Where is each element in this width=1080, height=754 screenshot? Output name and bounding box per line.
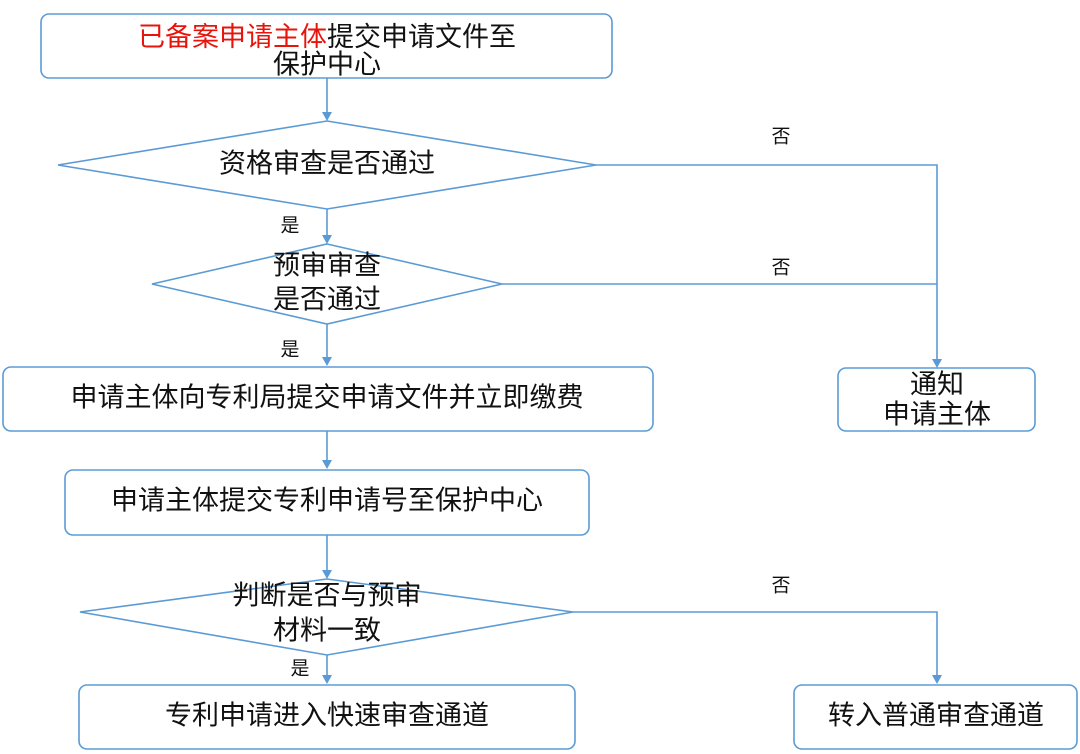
node-submit-line1: 已备案申请主体提交申请文件至 (138, 22, 516, 53)
node-submit-line2: 保护中心 (273, 50, 381, 81)
node-match-line2: 材料一致 (273, 616, 381, 647)
process-box (78, 684, 576, 750)
node-match-line1: 判断是否与预审 (233, 581, 422, 612)
label-yes-preexam: 是 (280, 339, 299, 361)
node-notify-line2: 申请主体 (883, 400, 991, 431)
node-apply-label: 申请主体向专利局提交申请文件并立即缴费 (71, 383, 584, 414)
label-no-match: 否 (771, 575, 790, 597)
process-box (793, 684, 1078, 750)
node-apply: 申请主体向专利局提交申请文件并立即缴费 (2, 366, 654, 432)
arrowhead (932, 359, 942, 368)
node-normal: 转入普通审查通道 (793, 684, 1078, 750)
node-preexam-line1: 预审审查 (273, 251, 381, 282)
arrowhead (932, 675, 942, 684)
decision-diamond (151, 243, 503, 325)
arrowhead (322, 460, 332, 469)
label-yes-match: 是 (290, 658, 309, 680)
node-qualify-label: 资格审查是否通过 (219, 149, 435, 180)
label-no-qualify: 否 (771, 126, 790, 148)
edge-qualify-no-to-notify (596, 164, 938, 360)
arrowhead (322, 112, 332, 121)
edges (322, 78, 942, 684)
process-box (837, 367, 1036, 432)
arrowhead (322, 570, 332, 579)
node-notify: 通知 申请主体 (837, 367, 1036, 432)
node-notify-line1: 通知 (910, 370, 964, 401)
label-yes-qualify: 是 (280, 215, 299, 237)
node-match: 判断是否与预审 材料一致 (79, 578, 574, 656)
node-qualify: 资格审查是否通过 (57, 120, 597, 210)
node-submit: 已备案申请主体提交申请文件至 保护中心 (40, 13, 613, 81)
process-box (40, 13, 613, 79)
node-preexam: 预审审查 是否通过 (151, 243, 503, 325)
node-normal-label: 转入普通审查通道 (828, 701, 1044, 732)
process-box (2, 366, 654, 432)
node-fast-label: 专利申请进入快速审查通道 (165, 701, 489, 732)
node-number-label: 申请主体提交专利申请号至保护中心 (111, 486, 543, 517)
edge-labels: 是 是 是 否 否 否 (280, 126, 790, 680)
node-number: 申请主体提交专利申请号至保护中心 (64, 469, 590, 536)
node-preexam-line2: 是否通过 (273, 285, 381, 316)
label-no-preexam: 否 (771, 257, 790, 279)
node-fast: 专利申请进入快速审查通道 (78, 684, 576, 750)
decision-diamond (79, 578, 574, 656)
decision-diamond (57, 120, 597, 210)
process-box (64, 469, 590, 536)
arrowhead (322, 675, 332, 684)
arrowhead (322, 235, 332, 244)
edge-match-no-to-normal (573, 611, 938, 676)
arrowhead (322, 357, 332, 366)
